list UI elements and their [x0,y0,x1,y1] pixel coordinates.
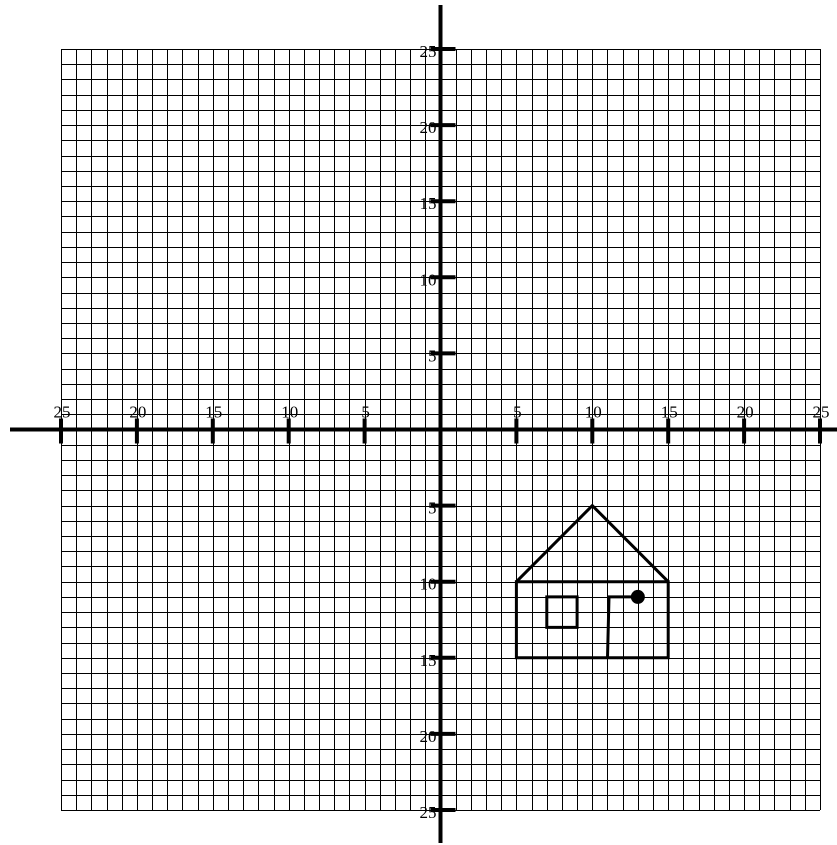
y-tick-label: 5 [428,499,437,518]
y-tick-label: 15 [420,651,437,670]
x-tick-label: 25 [54,403,71,422]
x-tick-label: 10 [585,403,602,422]
y-tick-label: 10 [420,575,437,594]
y-tick-label: 10 [420,270,437,289]
x-tick-label: 15 [205,403,222,422]
x-tick-label: 20 [129,403,146,422]
x-tick-label: 20 [737,403,754,422]
house-doorknob [631,590,645,604]
y-tick-label: 5 [428,346,437,365]
y-tick-label: 20 [420,727,437,746]
x-tick-label: 15 [661,403,678,422]
x-tick-label: 5 [361,403,370,422]
x-tick-label: 10 [281,403,298,422]
x-tick-label: 25 [813,403,830,422]
x-tick-label: 5 [513,403,522,422]
y-tick-label: 25 [420,42,437,61]
y-tick-label: 20 [420,118,437,137]
y-tick-label: 25 [420,803,437,822]
y-tick-label: 15 [420,194,437,213]
